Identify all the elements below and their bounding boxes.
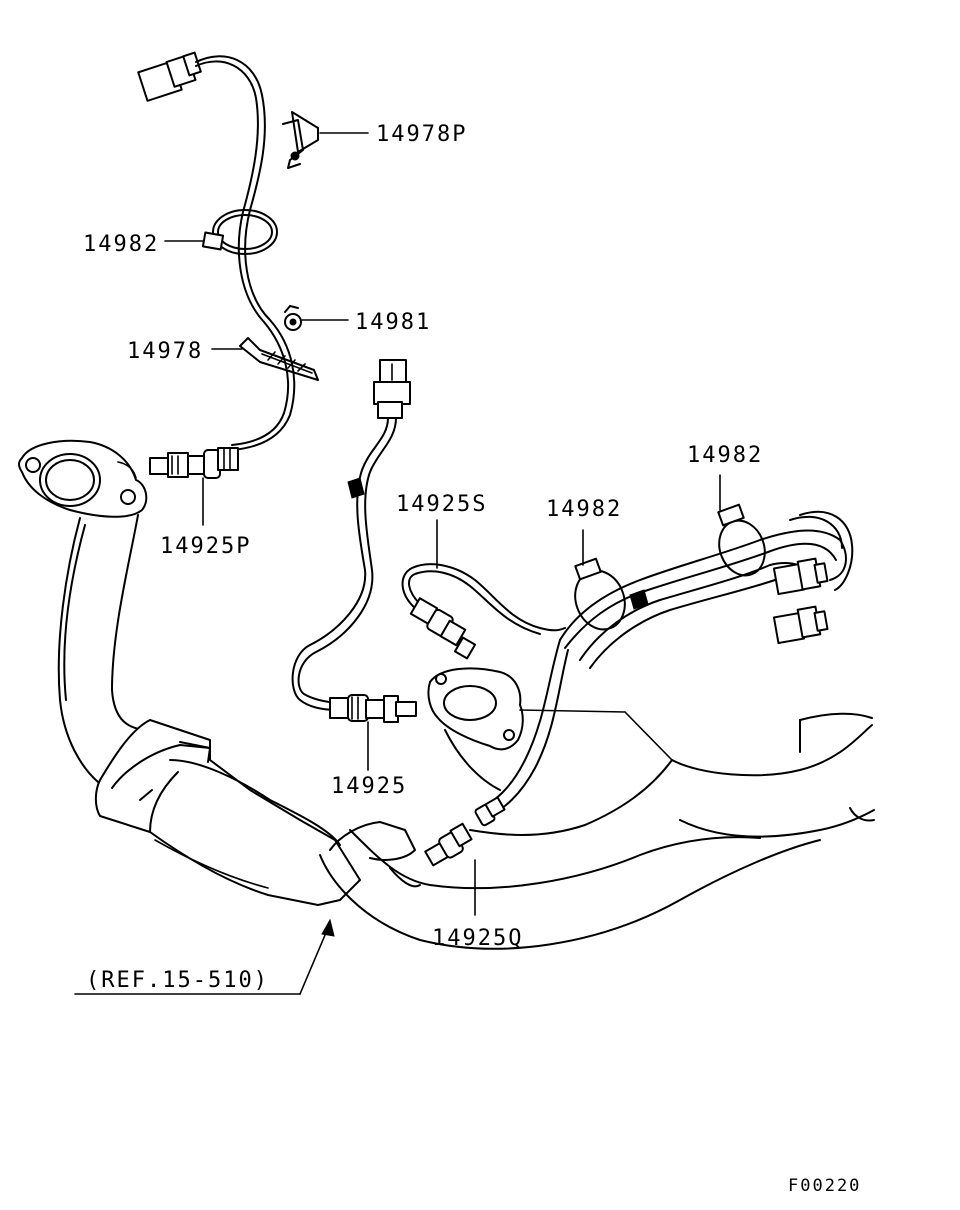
bracket-14978p-icon [282, 111, 369, 169]
harness-14925p [137, 51, 296, 451]
label-ref: (REF.15-510) [86, 968, 269, 993]
harness-14925 [291, 359, 411, 711]
figure-code: F00220 [788, 1176, 861, 1196]
rear-exhaust-pipe [319, 667, 875, 950]
label-14925s: 14925S [396, 492, 487, 517]
connector-icon [772, 557, 829, 596]
connector-icon [772, 605, 829, 645]
oxygen-sensor-14925p-icon [149, 447, 239, 526]
label-14925q: 14925Q [432, 926, 523, 951]
label-14982-mid: 14982 [546, 497, 622, 522]
label-14982-right: 14982 [687, 443, 763, 468]
harness-bundle-right [479, 474, 854, 819]
front-exhaust-pipe [18, 439, 361, 906]
oxygen-sensor-14925s [401, 519, 566, 660]
connector-icon [137, 51, 202, 102]
sensor-plug-icon [474, 796, 506, 827]
label-14978p: 14978P [376, 122, 467, 147]
label-14925p: 14925P [160, 534, 251, 559]
oxygen-sensor-14925-icon [329, 694, 417, 771]
bolt-14981-icon [284, 305, 349, 331]
reference-arrow [74, 918, 335, 995]
label-14981: 14981 [355, 310, 431, 335]
label-14978: 14978 [127, 339, 203, 364]
connector-icon [373, 359, 411, 419]
bracket-14978-icon [211, 337, 319, 381]
clamp-14982-top-icon [164, 209, 278, 255]
label-14982-top: 14982 [83, 232, 159, 257]
oxygen-sensor-14925q-icon [424, 822, 473, 867]
label-14925: 14925 [331, 774, 407, 799]
oxygen-sensor-14925s-icon [409, 597, 477, 660]
